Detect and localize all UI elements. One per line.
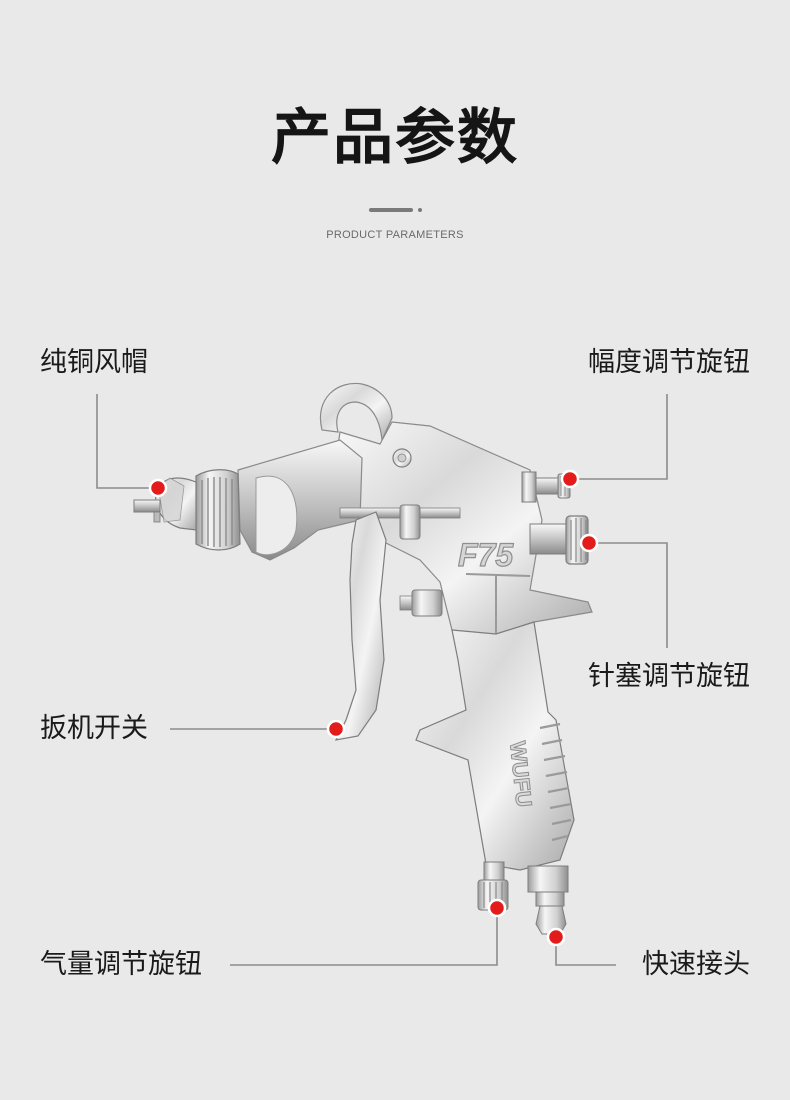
label-needle-knob: 针塞调节旋钮 bbox=[588, 661, 750, 692]
label-fan-knob: 幅度调节旋钮 bbox=[588, 347, 750, 378]
marker-quick-connector bbox=[546, 927, 566, 947]
page-title: 产品参数 bbox=[271, 103, 519, 173]
label-air-knob: 气量调节旋钮 bbox=[40, 949, 202, 980]
marker-air-knob bbox=[487, 898, 507, 918]
label-air-cap: 纯铜风帽 bbox=[40, 347, 148, 378]
marker-trigger bbox=[326, 719, 346, 739]
marker-fan-knob bbox=[560, 469, 580, 489]
marker-needle-knob bbox=[579, 533, 599, 553]
model-marking: F75 bbox=[458, 537, 514, 573]
page-subtitle: PRODUCT PARAMETERS bbox=[326, 229, 464, 241]
title-divider bbox=[369, 208, 422, 212]
marker-air-cap bbox=[148, 478, 168, 498]
label-quick-connector: 快速接头 bbox=[642, 949, 750, 980]
label-trigger: 扳机开关 bbox=[40, 713, 148, 744]
